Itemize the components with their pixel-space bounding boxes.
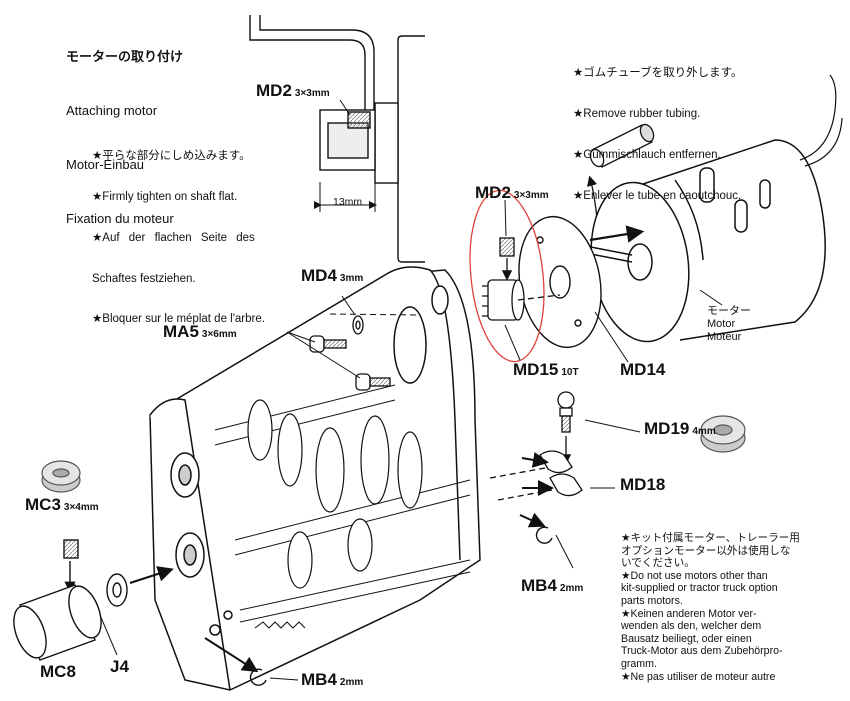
e-clips-mb4 xyxy=(204,512,574,686)
section-title: モーターの取り付け Attaching motor Motor-Einbau F… xyxy=(66,12,183,246)
shaft-note-fr: ★Bloquer sur le méplat de l'arbre. xyxy=(92,313,265,326)
part-size: 2mm xyxy=(339,677,364,688)
part-code: MD14 xyxy=(620,360,666,379)
warning-de-3: Bausatz beiliegt, oder einen xyxy=(621,632,752,645)
shaft-note-en: ★Firmly tighten on shaft flat. xyxy=(92,190,238,203)
part-code: MA5 xyxy=(163,322,199,341)
shaft-detail-inset xyxy=(249,15,425,263)
part-code: MD2 xyxy=(256,81,292,100)
part-size: 10T xyxy=(561,367,579,378)
part-code: MD19 xyxy=(644,419,690,438)
warning-de-1: ★Keinen anderen Motor ver- xyxy=(621,607,757,620)
motor xyxy=(569,74,843,343)
collars-md18 xyxy=(489,450,615,501)
title-jp: モーターの取り付け xyxy=(66,49,184,64)
warning-fr-1: ★Ne pas utiliser de moteur autre xyxy=(621,670,776,683)
screws-ma5 xyxy=(286,295,391,391)
part-label-j4: J4 xyxy=(110,657,129,677)
part-label-mc8: MC8 xyxy=(40,662,76,682)
warning-en-2: kit-supplied or tractor truck option xyxy=(621,582,778,595)
motor-warning-note: ★キット付属モーター、トレーラー用 オプションモーター以外は使用しな いでくださ… xyxy=(621,532,834,683)
part-size: 3×4mm xyxy=(63,502,99,513)
part-code: MD4 xyxy=(301,266,337,285)
rubber-note-en: ★Remove rubber tubing. xyxy=(573,107,701,120)
warning-de-2: wenden als den, welcher dem xyxy=(621,620,762,633)
warning-de-5: gramm. xyxy=(621,657,657,670)
warning-jp-1: ★キット付属モーター、トレーラー用 xyxy=(621,532,800,544)
warning-de-4: Truck-Motor aus dem Zubehörpro- xyxy=(621,645,783,658)
part-code: MC8 xyxy=(40,662,76,681)
part-code: MC3 xyxy=(25,495,61,514)
part-code: MB4 xyxy=(521,576,557,595)
pinion-gear xyxy=(482,237,561,361)
part-code: MD2 xyxy=(475,183,511,202)
shaft-note-de-1: ★Auf der flachen Seite des xyxy=(92,231,255,244)
part-code: MB4 xyxy=(301,670,337,689)
warning-en-3: parts motors. xyxy=(621,594,683,607)
cup-joint-mc8 xyxy=(13,539,174,661)
part-size: 3×3mm xyxy=(294,88,330,99)
warning-jp-2: オプションモーター以外は使用しな xyxy=(621,544,791,557)
title-en: Attaching motor xyxy=(66,103,158,118)
shaft-flat-note: ★平らな部分にしめ込みます。 ★Firmly tighten on shaft … xyxy=(92,123,294,341)
part-code: MD15 xyxy=(513,360,559,379)
part-code: MD18 xyxy=(620,475,666,494)
motor-label: モーター Motor Moteur xyxy=(707,305,751,344)
part-label-md18: MD18 xyxy=(620,475,665,495)
rubber-note-fr: ★Enlever le tube en caoutchouc. xyxy=(573,189,742,202)
shaft-note-jp: ★平らな部分にしめ込みます。 xyxy=(92,150,251,163)
part-size: 2mm xyxy=(559,583,584,594)
motor-label-jp: モーター xyxy=(707,305,751,317)
part-code: J4 xyxy=(110,657,129,676)
part-label-md14: MD14 xyxy=(620,360,665,380)
ball-stud-md19 xyxy=(557,391,641,465)
rubber-note-de: ★Gummischlauch entfernen. xyxy=(573,148,721,161)
motor-label-en: Motor xyxy=(707,318,736,330)
pinion-highlight xyxy=(469,189,545,363)
part-size: 3×3mm xyxy=(513,190,549,201)
rubber-tube-note: ★ゴムチューブを取り外します。 ★Remove rubber tubing. ★… xyxy=(573,40,742,217)
leader-lines xyxy=(339,99,723,306)
gearbox xyxy=(149,266,481,691)
part-size: 3×6mm xyxy=(201,329,237,340)
warning-jp-3: いでください。 xyxy=(621,557,695,570)
part-size: 4mm xyxy=(692,426,716,437)
dimension-13mm: 13mm xyxy=(333,196,363,208)
title-de: Motor-Einbau xyxy=(66,157,145,172)
shaft-note-de-2: Schaftes festziehen. xyxy=(92,272,196,285)
motor-label-fr: Moteur xyxy=(707,331,742,343)
actual-size-parts xyxy=(41,415,746,493)
warning-en-1: ★Do not use motors other than xyxy=(621,569,768,582)
title-fr: Fixation du moteur xyxy=(66,211,174,226)
part-size: 3mm xyxy=(339,273,364,284)
rubber-note-jp: ★ゴムチューブを取り外します。 xyxy=(573,67,743,80)
rubber-tube xyxy=(587,123,655,233)
